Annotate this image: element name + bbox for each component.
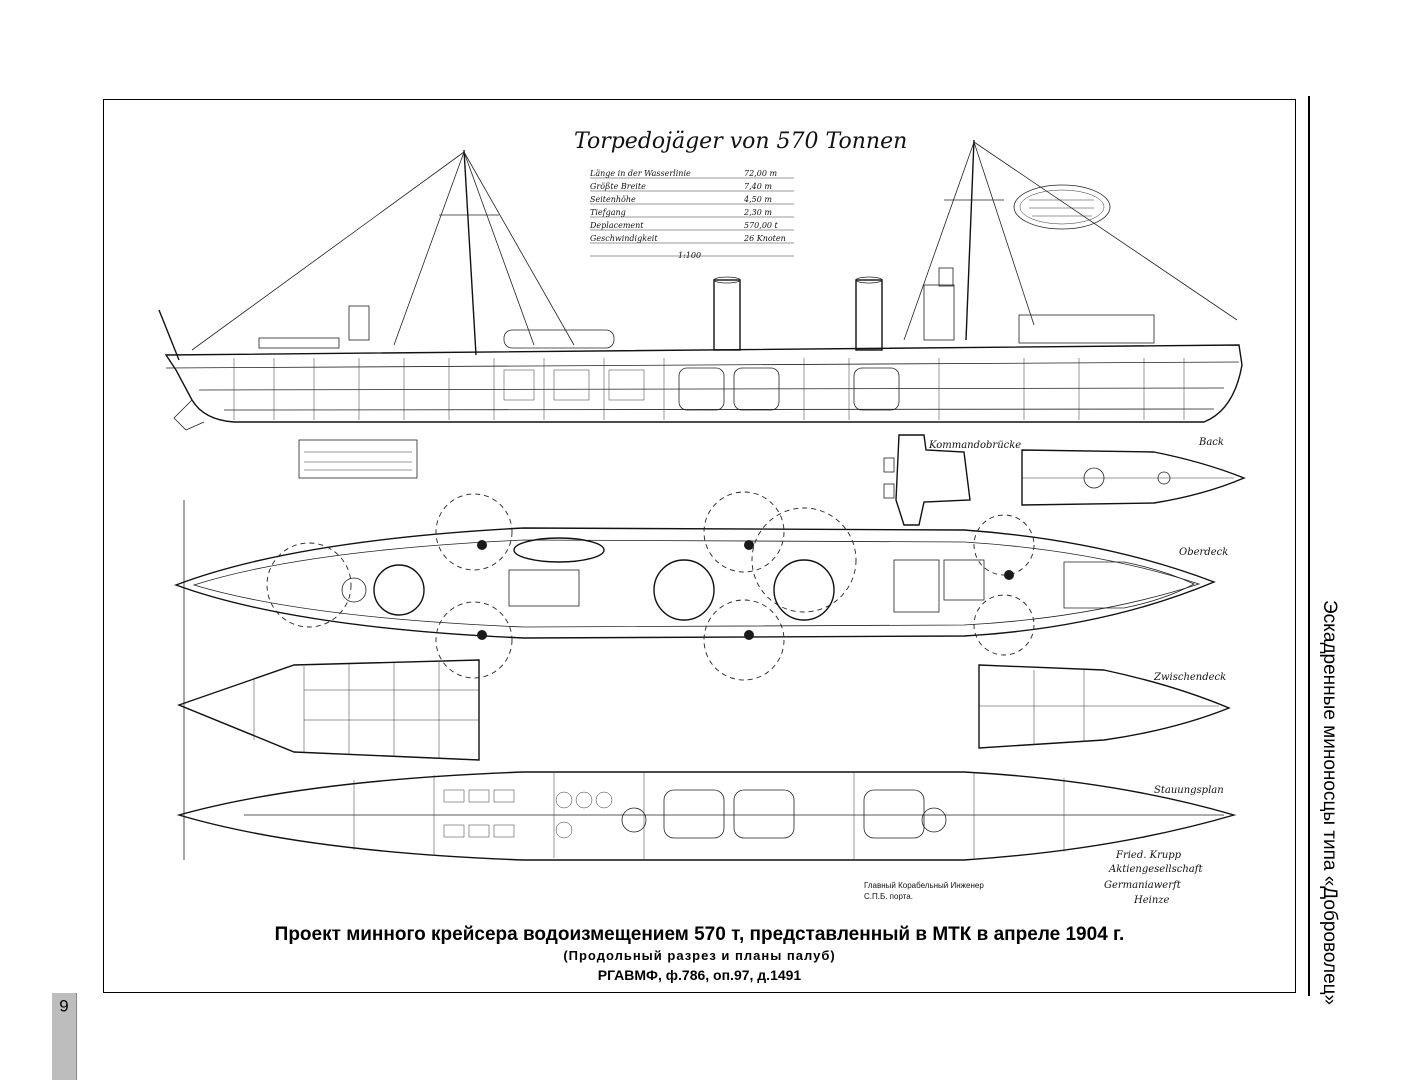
spec-value: 4,50 m: [743, 195, 772, 204]
caption-main: Проект минного крейсера водоизмещением 5…: [274, 924, 1125, 945]
signature-line: Aktiengesellschaft: [1108, 864, 1203, 875]
upper-deck-plan: Oberdeck: [173, 491, 1228, 860]
engineer-stamp: Главный Корабельный Инженер С.П.Б. порта…: [864, 881, 984, 901]
spec-label: Größte Breite: [590, 182, 646, 191]
bridge-plan: Kommandobrücke: [883, 434, 1021, 526]
spec-label: Deplacement: [589, 221, 644, 230]
lower-deck-plan-fore: Zwischendeck: [978, 664, 1231, 749]
signature-line: Heinze: [1133, 895, 1170, 906]
side-elevation: [158, 139, 1243, 431]
running-title: Эскадренные миноносцы типа «Доброволец»: [1319, 600, 1340, 1006]
label-stauungsplan: Stauungsplan: [1154, 785, 1224, 796]
forecastle-plan: Back: [1021, 437, 1246, 506]
label-bridge: Kommandobrücke: [928, 440, 1021, 451]
label-zwischendeck: Zwischendeck: [1153, 672, 1226, 683]
spec-label: Tiefgang: [590, 208, 626, 217]
label-back: Back: [1198, 437, 1224, 448]
spec-label: Geschwindigkeit: [590, 234, 658, 243]
spec-value: 72,00 m: [744, 169, 777, 178]
spec-value: 7,40 m: [744, 182, 772, 191]
spec-label: Länge in der Wasserlinie: [589, 169, 691, 178]
signature-line: Fried. Krupp: [1115, 850, 1182, 861]
page-number: 6: [59, 996, 69, 1015]
spec-value: 26 Knoten: [743, 234, 786, 243]
scale-label: 1:100: [678, 251, 701, 260]
figure-caption: Проект минного крейсера водоизмещением 5…: [103, 923, 1296, 985]
drawing-title: Torpedojäger von 570 Tonnen: [574, 129, 907, 154]
caption-source: РГАВМФ, ф.786, оп.97, д.1491: [597, 967, 802, 983]
spec-label: Seitenhöhe: [590, 195, 636, 204]
caption-sub: (Продольный разрез и планы палуб): [563, 948, 836, 963]
spec-value: 570,00 t: [744, 221, 779, 230]
spec-table: Länge in der Wasserlinie 72,00 m Größte …: [589, 169, 794, 260]
lower-deck-plan-aft: [177, 659, 480, 761]
hold-plan: Stauungsplan: [176, 771, 1237, 861]
archive-stamp: [1013, 184, 1111, 230]
signature-line: Germaniawerft: [1104, 880, 1182, 891]
side-rule: [1308, 96, 1310, 996]
label-oberdeck: Oberdeck: [1179, 547, 1228, 558]
signature-block: Fried. Krupp Aktiengesellschaft Germania…: [1104, 850, 1203, 906]
rgavmf-stamp: [298, 439, 418, 479]
ship-drawing: Torpedojäger von 570 Tonnen Länge in der…: [158, 129, 1246, 906]
spec-value: 2,30 m: [743, 208, 772, 217]
figure-frame: Torpedojäger von 570 Tonnen Länge in der…: [103, 99, 1296, 993]
page-number-tab: [52, 993, 77, 1080]
